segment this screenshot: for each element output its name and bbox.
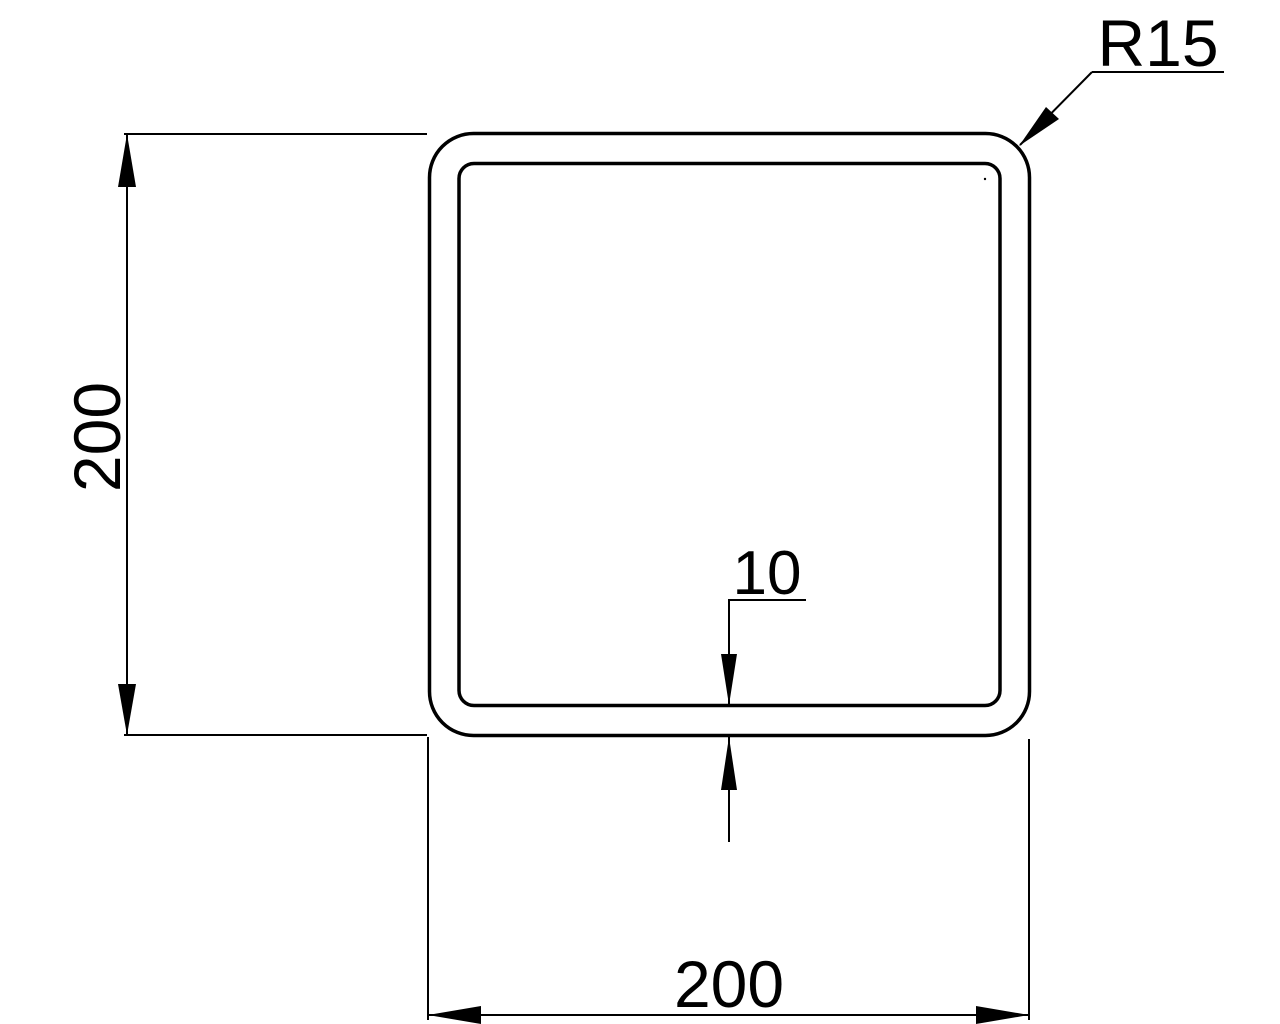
height-label: 200 [60,382,134,492]
arrow-up-icon [118,134,136,187]
arrow-up-icon [721,737,737,790]
width-dimension: 200 [427,737,1030,1024]
arrow-diagonal-icon [1019,107,1059,146]
wall-thickness-dimension: 10 [721,539,806,842]
corner-radius-label: R15 [1097,6,1218,80]
wall-thickness-label: 10 [733,539,802,608]
arrow-down-icon [118,684,136,735]
corner-radius-callout: R15 [1019,6,1224,146]
height-dimension: 200 [60,133,427,736]
center-mark-dot [983,177,987,181]
inner-profile [457,161,1002,708]
arrow-right-icon [976,1006,1029,1024]
arrow-left-icon [428,1006,481,1024]
width-label: 200 [674,947,784,1021]
arrow-down-icon [721,654,737,705]
outer-profile [427,131,1032,738]
